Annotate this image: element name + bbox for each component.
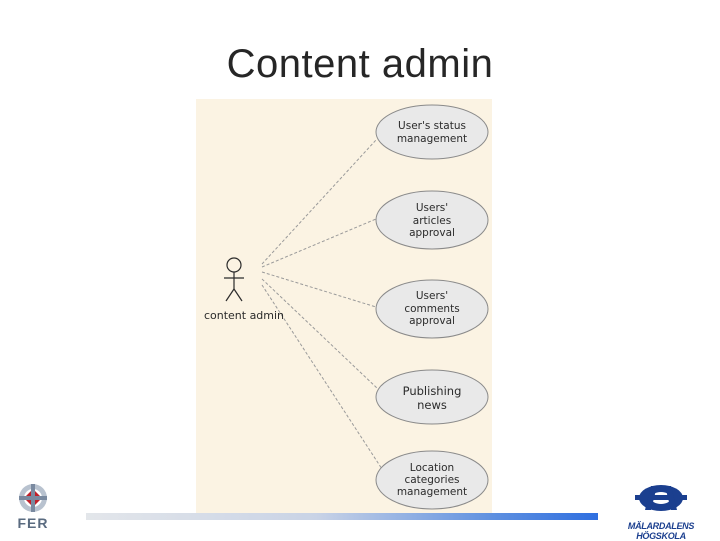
use-case-diagram: content admin User's status management U… — [196, 99, 492, 513]
use-case-diagram-canvas: content admin User's status management U… — [204, 104, 489, 510]
fer-logo-text: FER — [17, 515, 49, 531]
use-case-5-line-1: Location — [410, 462, 454, 474]
use-case-ellipse — [375, 450, 489, 510]
actor-label: content admin — [204, 309, 284, 322]
use-case-ellipse — [375, 369, 489, 425]
slide-title: Content admin — [226, 42, 494, 86]
use-case-3-line-1: Users' — [416, 290, 448, 302]
association-line — [261, 271, 377, 308]
use-case-2-line-1: Users' — [416, 202, 448, 214]
mdh-logo-text: MÄLARDALENS HÖGSKOLA — [627, 521, 695, 541]
use-case-5-line-2: categories — [404, 474, 459, 486]
use-case-5-line-3: management — [397, 486, 467, 498]
use-case-ellipse — [375, 279, 489, 339]
use-case-3-line-2: comments — [404, 303, 459, 315]
fer-logo — [19, 484, 47, 512]
association-line — [261, 139, 377, 265]
use-case-ellipse — [375, 190, 489, 250]
use-case-ellipse — [375, 104, 489, 160]
association-line — [261, 218, 377, 268]
association-line — [261, 278, 379, 390]
use-case-4-line-1: Publishing — [403, 384, 462, 398]
actor-figure — [224, 257, 244, 302]
use-case-2-line-3: approval — [409, 227, 455, 239]
use-case-4-line-2: news — [417, 398, 447, 412]
use-case-3-line-3: approval — [409, 315, 455, 327]
use-case-2-line-2: articles — [413, 215, 451, 227]
mdh-logo — [635, 485, 687, 511]
use-case-1-line-2: management — [397, 133, 467, 145]
footer-bar — [86, 513, 598, 520]
use-case-1-line-1: User's status — [398, 120, 466, 132]
association-line — [261, 284, 383, 470]
